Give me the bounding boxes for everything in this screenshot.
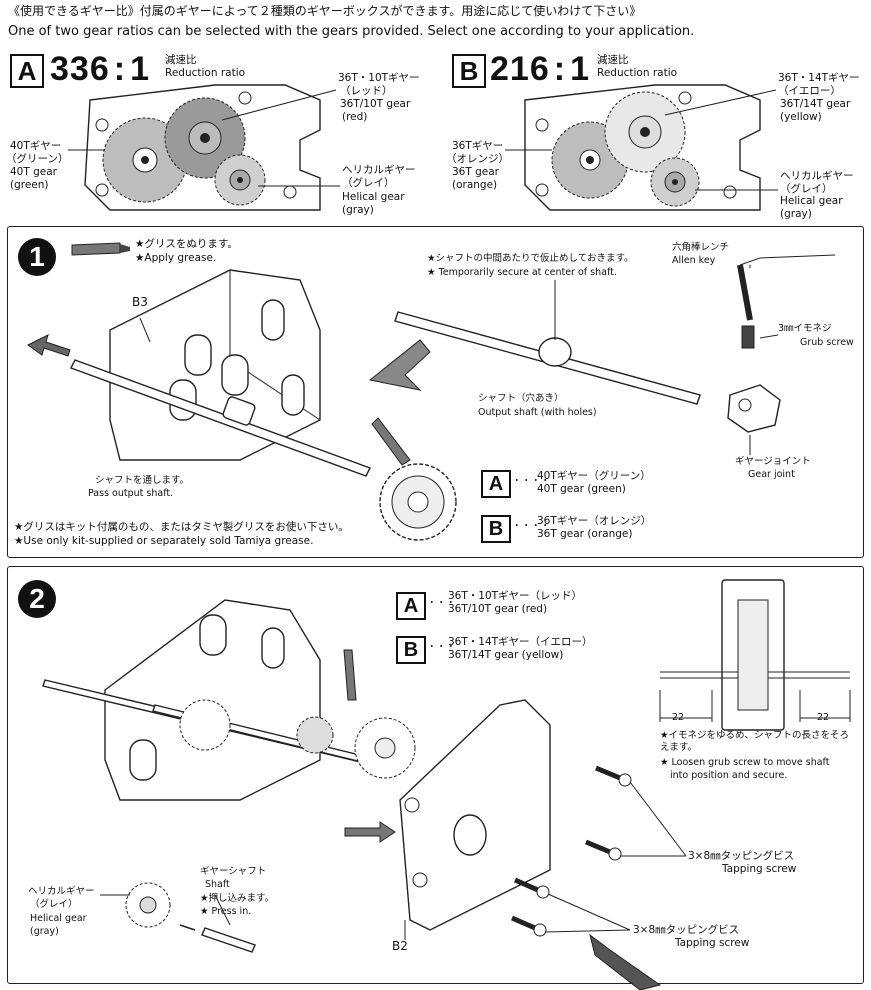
step1-option-b-box: B (481, 515, 511, 543)
step1-part-b3: B3 (132, 295, 148, 309)
step1-option-a-box: A (481, 470, 511, 498)
step2-helical-en: Helical gear (30, 913, 87, 924)
step1-pass-jp: シャフトを通します。 (95, 475, 190, 486)
ratio-a-top-en2: (red) (342, 111, 368, 123)
step1-temp-en: ★ Temporarily secure at center of shaft. (427, 267, 617, 278)
ratio-a-letter: A (10, 54, 44, 88)
gearbox-a-diagram (68, 84, 340, 211)
ratio-a-left-jp2: （グリーン） (6, 153, 69, 165)
step2-number: 2 (18, 580, 56, 618)
ratio-b-value: 216:1 (490, 50, 590, 88)
ratio-a-top-jp2: （レッド） (340, 85, 393, 97)
ratio-b-helical-en: Helical gear (780, 195, 843, 207)
step1-note-jp: ★グリスはキット付属のもの、またはタミヤ製グリスをお使い下さい。 (14, 521, 349, 533)
ratio-a-left-en: 40T gear (10, 166, 57, 178)
step1-grub-en: Grub screw (800, 337, 854, 348)
step2-option-b-jp: 36T・14Tギヤー（イエロー） (448, 636, 593, 648)
gearbox-b-diagram (505, 84, 778, 211)
step2-screw-en: Tapping screw (722, 863, 797, 875)
ratio-b-letter: B (452, 54, 486, 88)
step2-option-b-dots: ・・・ (427, 642, 456, 653)
step2-helical-jp2: （グレイ） (30, 899, 78, 910)
ratio-a-top-jp: 36T・10Tギヤー (338, 72, 420, 84)
step1-panel (7, 226, 864, 558)
step2-screw2-en: Tapping screw (675, 937, 750, 949)
step2-option-a-en: 36T/10T gear (red) (448, 603, 548, 615)
step1-joint-en: Gear joint (748, 469, 795, 480)
gear-helical-b (650, 157, 700, 207)
step1-option-b-dots: ・・・・ (512, 521, 551, 532)
ratio-b-left-en2: (orange) (452, 179, 498, 191)
ratio-a-value: 336:1 (50, 50, 150, 88)
gear-36t-b (551, 121, 629, 199)
ratio-b-left-jp: 36Tギヤー (452, 140, 504, 152)
step1-option-b-jp: 36Tギヤー（オレンジ） (537, 515, 652, 527)
ratio-b-top-jp: 36T・14Tギヤー (778, 72, 860, 84)
ratio-b-helical-jp: ヘリカルギヤー (780, 170, 854, 182)
ratio-b-helical-jp2: （グレイ） (780, 183, 833, 195)
gear-helical-a (214, 154, 266, 206)
step2-option-a-dots: ・・・ (427, 598, 456, 609)
step1-temp-jp: ★シャフトの中間あたりで仮止めしておきます。 (427, 253, 634, 264)
step2-part-b2: B2 (392, 939, 408, 953)
step1-shaft-jp: シャフト（穴あき） (478, 393, 564, 404)
step2-helical-jp: ヘリカルギヤー (28, 886, 95, 897)
ratio-b-top-en: 36T/14T gear (780, 98, 851, 110)
ratio-a-helical-en: Helical gear (342, 191, 405, 203)
dim-left: 22 (672, 712, 685, 723)
step1-option-a-en: 40T gear (green) (537, 483, 626, 495)
step1-number: 1 (18, 238, 56, 276)
ratio-a-left-en2: (green) (10, 179, 49, 191)
press-jp: ★押し込みます。 (200, 893, 275, 904)
dim-right: 22 (817, 712, 830, 723)
ratio-a-label-jp: 減速比 (165, 54, 197, 66)
ratio-a-top-en: 36T/10T gear (340, 98, 411, 110)
step1-option-b-en: 36T gear (orange) (537, 528, 633, 540)
ratio-a-helical-jp2: （グレイ） (342, 177, 395, 189)
step1-allen-jp: 六角棒レンチ (672, 242, 730, 253)
gear-36t14t-b (604, 91, 686, 173)
step2-helical-en2: (gray) (30, 926, 59, 937)
step2-loosen-en2: into position and secure. (670, 770, 788, 781)
ratio-a-left-jp: 40Tギヤー (10, 140, 62, 152)
step1-grub-jp: 3㎜イモネジ (778, 323, 832, 334)
step2-screw2-jp: 3×8㎜タッピングビス (633, 924, 740, 936)
ratio-b-label-en: Reduction ratio (597, 67, 678, 79)
ratio-a-label-en: Reduction ratio (165, 67, 246, 79)
ratio-b-top-jp2: （イエロー） (778, 85, 841, 97)
header-jp: 《使用できるギヤー比》付属のギヤーによって２種類のギヤーボックスができます。用途… (8, 4, 642, 18)
ratio-b-helical-en2: (gray) (780, 208, 812, 220)
press-en: ★ Press in. (200, 906, 252, 917)
step1-option-a-jp: 40Tギヤー（グリーン） (537, 470, 651, 482)
gear-36t10t-a (164, 97, 246, 179)
step1-allen-en: Allen key (672, 255, 716, 266)
step2-loosen-en1: ★ Loosen grub screw to move shaft (660, 757, 830, 768)
step2-loosen-jp: ★イモネジをゆるめ、シャフトの長さをそろえます。 (660, 730, 850, 753)
step2-option-a-jp: 36T・10Tギヤー（レッド） (448, 590, 583, 602)
step2-option-b-en: 36T/14T gear (yellow) (448, 649, 564, 661)
ratio-b-left-jp2: （オレンジ） (446, 153, 509, 165)
ratio-a-helical-en2: (gray) (342, 204, 374, 216)
step2-option-a-box: A (396, 592, 426, 620)
step1-grease-en: ★Apply grease. (135, 252, 217, 264)
gear-shaft-jp: ギヤーシャフト (200, 866, 267, 877)
step1-shaft-en: Output shaft (with holes) (478, 407, 597, 418)
header-en: One of two gear ratios can be selected w… (8, 24, 695, 39)
step2-panel (7, 566, 864, 984)
step1-pass-en: Pass output shaft. (88, 488, 174, 499)
step1-option-a-dots: ・・・・ (512, 476, 551, 487)
ratio-b-left-en: 36T gear (452, 166, 499, 178)
ratio-b-label-jp: 減速比 (597, 54, 629, 66)
ratio-a-helical-jp: ヘリカルギヤー (342, 164, 416, 176)
gear-shaft-en: Shaft (205, 879, 230, 890)
gear-40t-a (102, 117, 188, 203)
step2-screw-jp: 3×8㎜タッピングビス (688, 850, 795, 862)
step1-note-en: ★Use only kit-supplied or separately sol… (14, 535, 314, 547)
ratio-b-top-en2: (yellow) (780, 111, 822, 123)
step1-joint-jp: ギヤージョイント (735, 456, 811, 467)
step1-grease-jp: ★グリスをぬります。 (135, 238, 238, 250)
step2-option-b-box: B (396, 636, 426, 664)
